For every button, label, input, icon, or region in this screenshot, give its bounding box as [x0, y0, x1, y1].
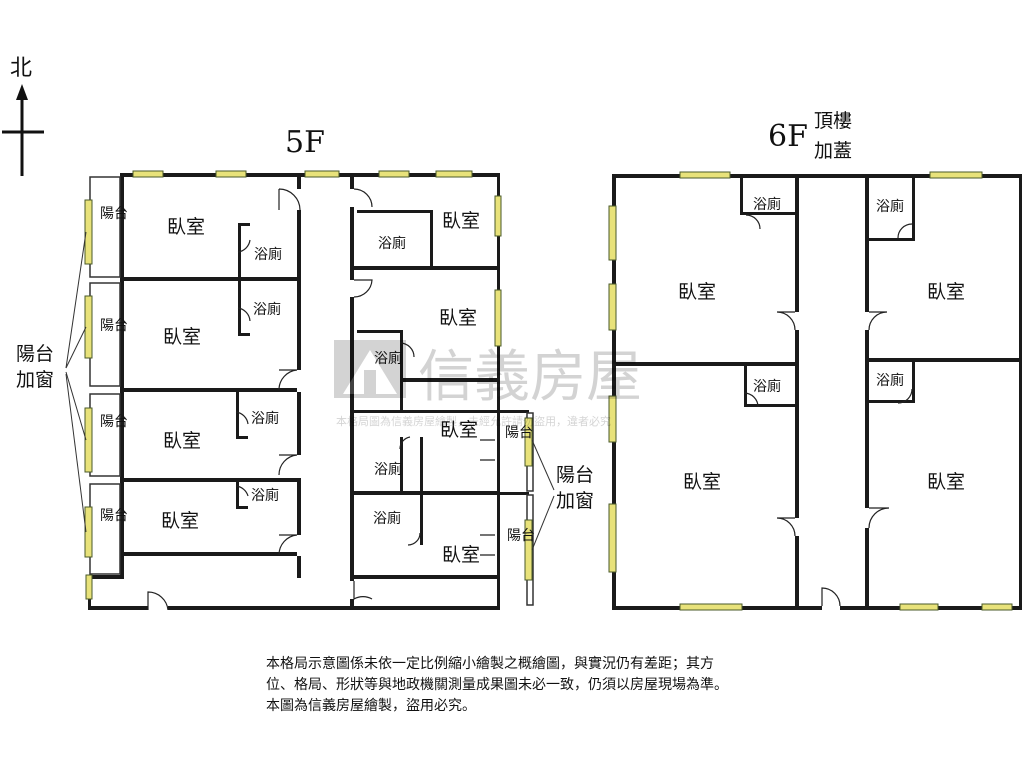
watermark-brand: 信義房屋	[418, 345, 642, 410]
disclaimer: 本格局示意圖係未依一定比例縮小繪製之概繪圖，與實況仍有差距；其方 位、格局、形狀…	[266, 654, 906, 717]
floor6-title: 6F	[768, 119, 808, 154]
f5-balcony-1a: 陽台	[100, 206, 128, 222]
f6-bath-3: 浴廁	[753, 378, 781, 395]
f5-callout-left-2: 加窗	[16, 369, 54, 391]
north-label: 北	[10, 56, 32, 81]
f5-callout-left-1: 陽台	[16, 343, 54, 365]
f6-bedroom-4: 臥室	[927, 471, 965, 493]
f5-bath-5: 浴廁	[378, 235, 406, 252]
disclaimer-line-1: 本格局示意圖係未依一定比例縮小繪製之概繪圖，與實況仍有差距；其方	[266, 656, 714, 672]
f5-bedroom-3: 臥室	[163, 430, 201, 452]
f5-bedroom-5: 臥室	[442, 210, 480, 232]
floor6-labels: 臥室 臥室 臥室 臥室 浴廁 浴廁 浴廁 浴廁	[678, 196, 965, 493]
f5-bedroom-7: 臥室	[440, 419, 478, 441]
f5-bath-4: 浴廁	[251, 487, 279, 504]
f5-bath-7: 浴廁	[374, 461, 402, 478]
f5-bedroom-4: 臥室	[161, 510, 199, 532]
f5-balcony-3a: 陽台	[100, 414, 128, 430]
disclaimer-line-3: 本圖為信義房屋繪製，盜用必究。	[266, 698, 476, 714]
watermark-notice: 本格局圖為信義房屋繪製，未經允許請勿盜用，違者必究	[336, 414, 611, 428]
floor5-doors	[147, 188, 495, 611]
floor5-labels: 臥室 臥室 臥室 臥室 臥室 臥室 臥室 臥室 浴廁 浴廁 浴廁 浴廁 浴廁 浴…	[16, 206, 594, 566]
f6-bath-2: 浴廁	[876, 198, 904, 215]
f5-balcony-4a: 陽台	[100, 508, 128, 524]
f5-bedroom-8: 臥室	[442, 544, 480, 566]
watermark-logo-icon	[334, 340, 406, 398]
f5-bedroom-6: 臥室	[439, 307, 477, 329]
f5-callout-right-1: 陽台	[556, 464, 594, 486]
f6-bedroom-3: 臥室	[683, 471, 721, 493]
f5-callout-right-2: 加窗	[556, 490, 594, 512]
floor5-title: 5F	[285, 125, 325, 160]
watermark: 信義房屋 本格局圖為信義房屋繪製，未經允許請勿盜用，違者必究	[334, 340, 642, 428]
floor6-doors	[743, 214, 913, 607]
f6-bath-4: 浴廁	[876, 372, 904, 389]
f6-bedroom-1: 臥室	[678, 281, 716, 303]
north-arrow-icon	[2, 84, 44, 176]
floor5-windows	[84, 170, 533, 600]
f5-balcony-2a: 陽台	[100, 318, 128, 334]
floor5-callout-leaders	[65, 231, 555, 551]
f6-bath-1: 浴廁	[753, 196, 781, 213]
f5-balcony-5a: 陽台	[505, 425, 533, 441]
floor6-walls	[612, 174, 1022, 610]
floor6-windows	[608, 171, 1013, 611]
f5-balcony-6a: 陽台	[507, 528, 535, 544]
f5-bath-8: 浴廁	[373, 510, 401, 527]
f5-bath-3: 浴廁	[251, 410, 279, 427]
f5-bath-1: 浴廁	[254, 246, 282, 263]
f6-bedroom-2: 臥室	[927, 281, 965, 303]
floor6-subtitle-1: 頂樓	[814, 110, 852, 132]
disclaimer-line-2: 位、格局、形狀等與地政機關測量成果圖未必一致，仍須以房屋現場為準。	[266, 677, 728, 693]
f5-bedroom-2: 臥室	[163, 326, 201, 348]
floor6-subtitle-2: 加蓋	[814, 140, 852, 162]
f5-bath-6: 浴廁	[374, 350, 402, 367]
f5-bath-2: 浴廁	[253, 301, 281, 318]
f5-bedroom-1: 臥室	[167, 216, 205, 238]
